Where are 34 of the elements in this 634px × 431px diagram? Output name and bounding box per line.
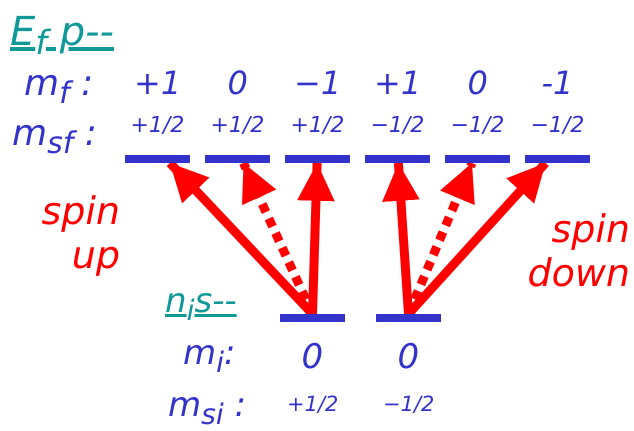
quantum-number: 0: [302, 340, 324, 374]
quantum-number: 0: [398, 340, 420, 374]
quantum-number: +1: [134, 67, 182, 99]
quantum-number: +1/2: [290, 115, 344, 137]
quantum-number: 0: [228, 67, 248, 99]
annotation: spin down: [526, 208, 630, 296]
quantum-number: −1/2: [450, 115, 504, 137]
quantum-number: +1/2: [130, 115, 184, 137]
quantum-number: -1: [542, 67, 574, 99]
energy-level-bar: [285, 155, 350, 163]
quantum-number: −1: [294, 67, 342, 99]
quantum-number-label: m$_{f}$ :: [24, 66, 94, 110]
level-heading: n$_{i}$s--: [165, 284, 237, 326]
quantum-number-label: m$_{i}$:: [183, 336, 236, 378]
quantum-number: −1/2: [370, 115, 424, 137]
quantum-number: −1/2: [383, 394, 434, 415]
energy-level-bar: [525, 155, 590, 163]
arrow: [382, 162, 420, 314]
level-heading: E$_{f}$ p--: [10, 12, 114, 60]
quantum-number: +1/2: [210, 115, 264, 137]
quantum-number-label: m$_{sf}$ :: [12, 116, 97, 160]
energy-level-bar: [365, 155, 430, 163]
energy-level-bar: [376, 314, 441, 322]
arrow: [297, 162, 335, 314]
quantum-number-label: m$_{si}$ :: [168, 388, 246, 430]
energy-level-bar: [280, 314, 345, 322]
annotation: spin up: [40, 190, 120, 278]
energy-level-bar: [445, 155, 510, 163]
quantum-number: +1/2: [287, 394, 338, 415]
quantum-number: 0: [468, 67, 488, 99]
quantum-number: +1: [374, 67, 422, 99]
energy-level-bar: [205, 155, 270, 163]
quantum-number: −1/2: [530, 115, 584, 137]
energy-level-bar: [125, 155, 190, 163]
